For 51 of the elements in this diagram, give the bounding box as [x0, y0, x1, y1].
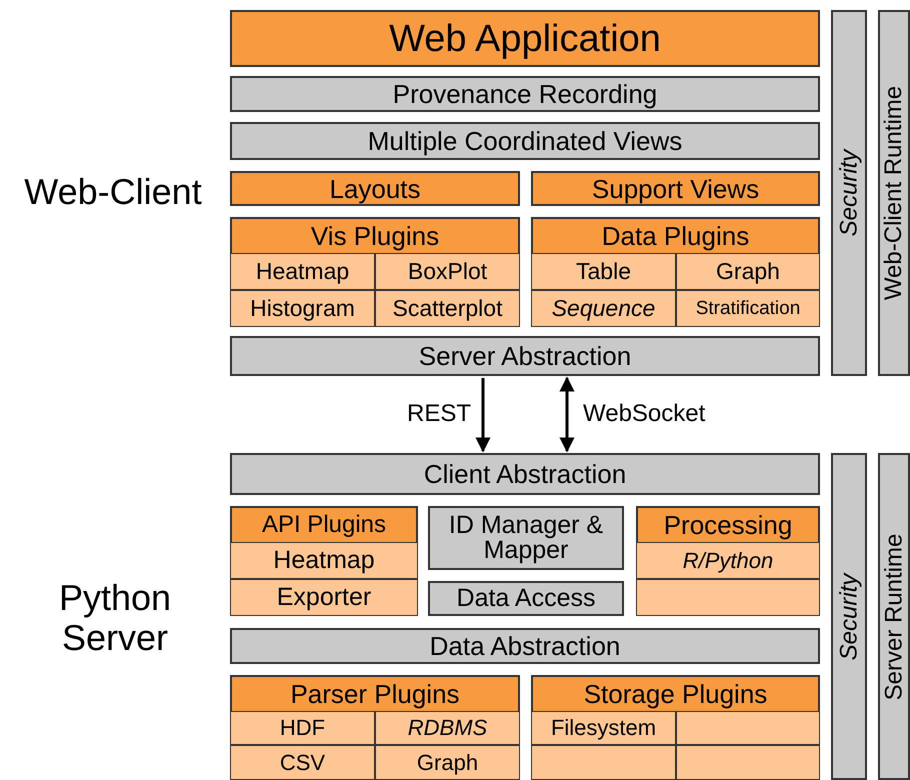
group-heading: Parser Plugins: [289, 678, 461, 710]
layer-box: R/Python: [636, 542, 820, 579]
layer-box: Heatmap: [230, 253, 375, 290]
layer-box: Layouts: [230, 171, 520, 206]
group-heading: Storage Plugins: [582, 678, 768, 710]
empty-cell: [636, 579, 820, 616]
arrow: [560, 376, 574, 452]
layer-box: Graph: [676, 253, 820, 290]
layer-box: Web Application: [230, 10, 820, 67]
group-heading: Processing: [662, 508, 794, 542]
layer-box: Histogram: [230, 290, 375, 327]
plugin-group: [636, 506, 820, 616]
plugin-group: [230, 217, 520, 327]
layer-box: HDF: [230, 711, 375, 745]
layer-box: Sequence: [531, 290, 676, 327]
bar-label: Server Runtime: [880, 533, 908, 700]
layer-box: Provenance Recording: [230, 76, 820, 112]
side-bar: [831, 453, 867, 780]
bar-label: Web-Client Runtime: [880, 86, 908, 300]
layer-box: Multiple Coordinated Views: [230, 122, 820, 160]
bar-label: Security: [835, 573, 863, 660]
side-bar: [878, 453, 910, 780]
bar-label: Security: [835, 150, 863, 236]
plugin-group: [230, 675, 520, 780]
layer-box: Table: [531, 253, 676, 290]
side-bar: [831, 10, 867, 376]
layer-box: RDBMS: [375, 711, 520, 745]
tier-label: Web-Client: [23, 172, 203, 212]
layer-box: Exporter: [230, 579, 418, 616]
group-heading: API Plugins: [260, 510, 388, 540]
side-bar: [878, 10, 910, 376]
plugin-group: [531, 675, 820, 780]
plugin-group: [230, 506, 418, 616]
layer-box: Client Abstraction: [230, 453, 820, 495]
layer-box: BoxPlot: [375, 253, 520, 290]
layer-box: Data Abstraction: [230, 628, 820, 664]
layer-box: Stratification: [676, 290, 820, 327]
group-heading: Vis Plugins: [310, 220, 440, 252]
layer-box: Support Views: [531, 171, 820, 206]
layer-box: Data Access: [428, 581, 624, 616]
layer-box: Heatmap: [230, 542, 418, 579]
layer-box: Server Abstraction: [230, 336, 820, 376]
layer-box: Filesystem: [531, 711, 676, 745]
layer-box: Graph: [375, 745, 520, 780]
layer-box: ID Manager & Mapper: [428, 506, 624, 570]
layer-box: Scatterplot: [375, 290, 520, 327]
layer-box: CSV: [230, 745, 375, 780]
arrow: [476, 378, 490, 452]
group-heading: Data Plugins: [600, 220, 750, 252]
plugin-group: [531, 217, 820, 327]
tier-label: Python Server: [58, 578, 172, 658]
